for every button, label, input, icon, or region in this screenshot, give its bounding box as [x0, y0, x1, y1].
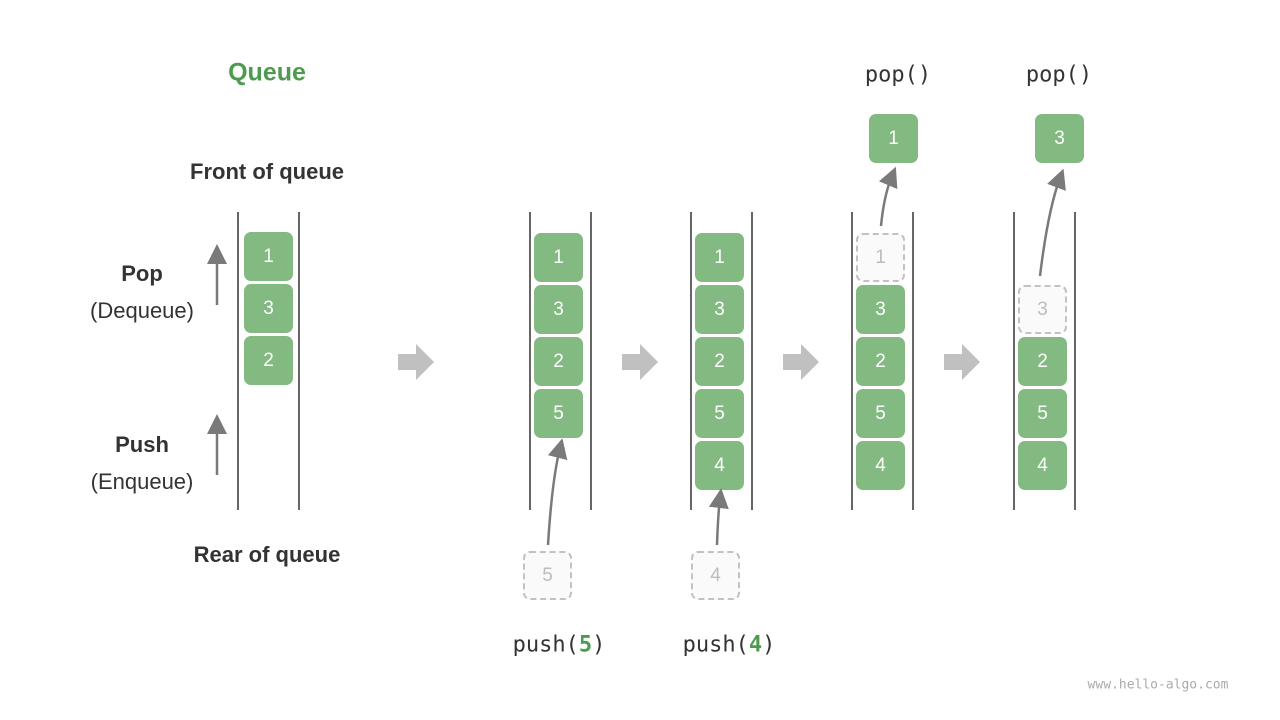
- queue-element: 5: [695, 389, 744, 438]
- push-4-arrow: [708, 488, 729, 546]
- op-arg: 4: [748, 632, 763, 658]
- removed-element-ghost: 1: [856, 233, 905, 282]
- queue-element: 4: [856, 441, 905, 490]
- queue-element: 5: [534, 389, 583, 438]
- step-arrow-icon: [783, 344, 819, 380]
- queue-wall-right: [590, 212, 592, 510]
- watermark: www.hello-algo.com: [1087, 677, 1229, 693]
- front-label: Front of queue: [190, 159, 344, 184]
- incoming-element-ghost: 5: [523, 551, 572, 600]
- queue-element: 2: [244, 336, 293, 385]
- queue-element: 2: [534, 337, 583, 386]
- queue-element: 2: [856, 337, 905, 386]
- op-pop-2: pop(): [1025, 62, 1093, 88]
- queue-element: 5: [856, 389, 905, 438]
- queue-element: 3: [695, 285, 744, 334]
- op-fn: push(: [682, 632, 749, 658]
- queue-wall-left: [237, 212, 239, 510]
- queue-element: 1: [244, 232, 293, 281]
- queue-element: 2: [1018, 337, 1067, 386]
- removed-element-ghost: 3: [1018, 285, 1067, 334]
- queue-wall-left: [529, 212, 531, 510]
- queue-element: 3: [534, 285, 583, 334]
- queue-wall-left: [690, 212, 692, 510]
- pop-1-arrow: [878, 166, 898, 227]
- step-arrow-icon: [398, 344, 434, 380]
- op-arg: 5: [578, 632, 593, 658]
- incoming-element-ghost: 4: [691, 551, 740, 600]
- queue-wall-right: [298, 212, 300, 510]
- queue-element: 4: [1018, 441, 1067, 490]
- pop-label: Pop: [121, 261, 163, 286]
- queue-wall-left: [1013, 212, 1015, 510]
- op-push-4: push(4): [683, 633, 776, 658]
- queue-wall-right: [1074, 212, 1076, 510]
- queue-element: 2: [695, 337, 744, 386]
- op-push-5: push(5): [513, 633, 606, 658]
- queue-wall-right: [912, 212, 914, 510]
- queue-wall-left: [851, 212, 853, 510]
- queue-element: 1: [695, 233, 744, 282]
- queue-element: 3: [856, 285, 905, 334]
- op-close: ): [592, 632, 606, 658]
- step-arrow-icon: [944, 344, 980, 380]
- queue-element: 4: [695, 441, 744, 490]
- rear-label: Rear of queue: [193, 542, 341, 567]
- step-arrow-icon: [622, 344, 658, 380]
- push-label: Push: [115, 432, 169, 457]
- popped-element: 1: [869, 114, 918, 163]
- dequeue-label: (Dequeue): [90, 298, 194, 323]
- enqueue-label: (Enqueue): [90, 469, 194, 494]
- queue-element: 5: [1018, 389, 1067, 438]
- queue-wall-right: [751, 212, 753, 510]
- diagram-title: Queue: [228, 58, 306, 87]
- op-close: ): [762, 632, 776, 658]
- op-fn: push(: [512, 632, 579, 658]
- queue-element: 1: [534, 233, 583, 282]
- op-pop-1: pop(): [864, 62, 932, 88]
- pop-3-arrow: [1038, 168, 1066, 277]
- push-5-arrow: [546, 438, 568, 546]
- queue-element: 3: [244, 284, 293, 333]
- popped-element: 3: [1035, 114, 1084, 163]
